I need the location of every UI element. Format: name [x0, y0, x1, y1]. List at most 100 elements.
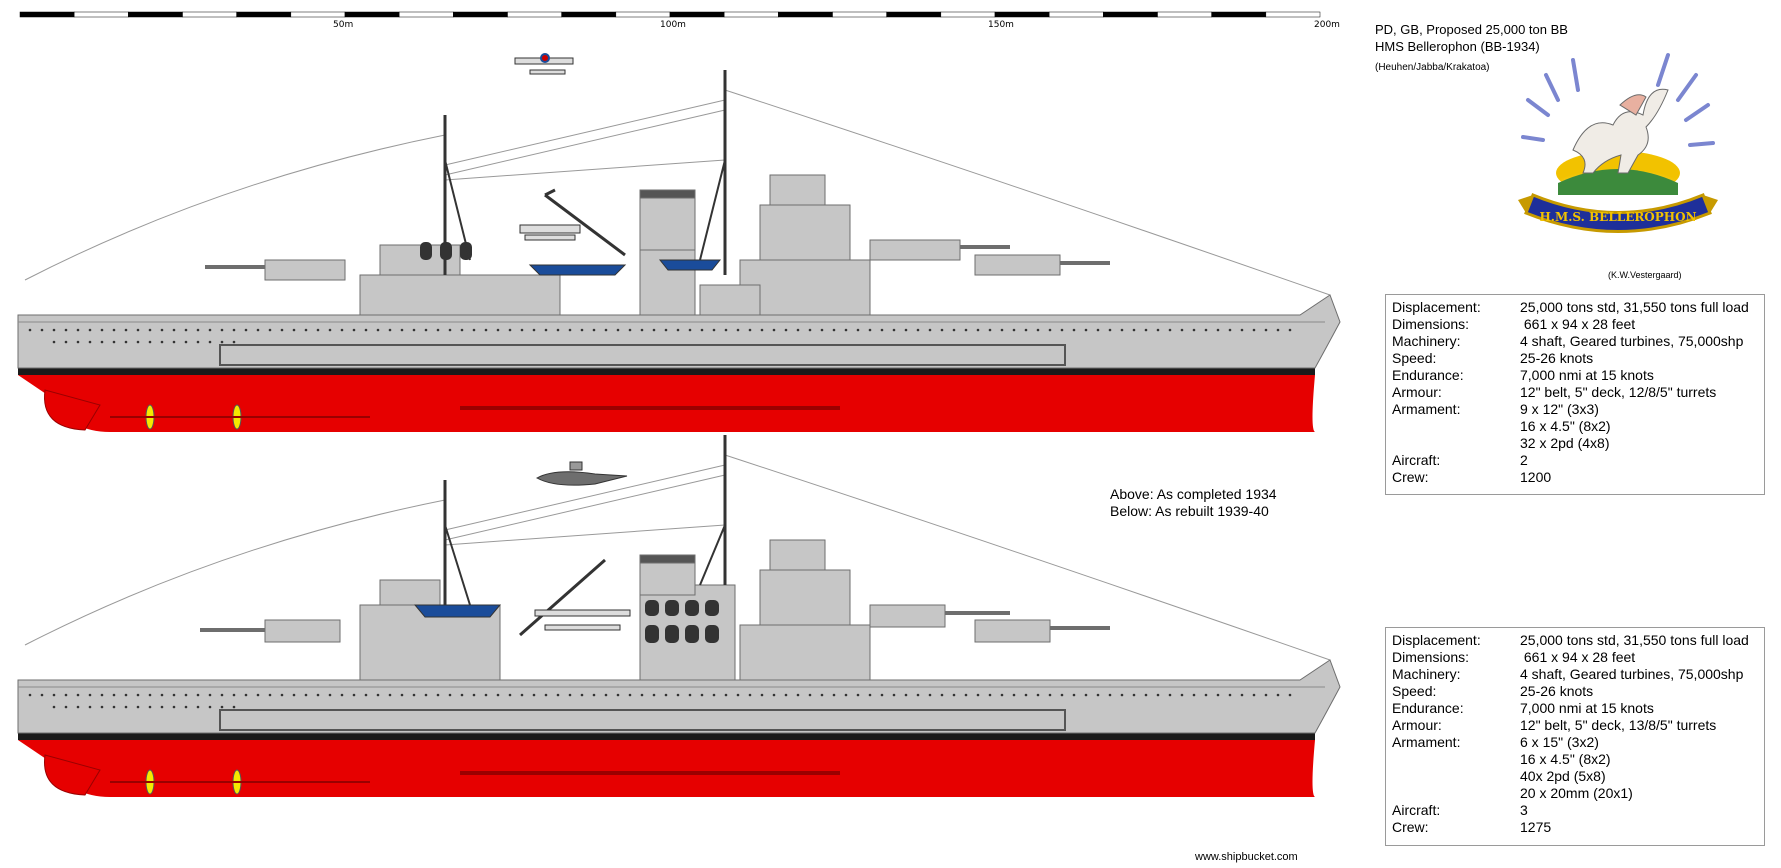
boats [528, 259, 722, 276]
porthole [904, 328, 908, 332]
porthole [1000, 693, 1004, 697]
spec-key: Aircraft: [1392, 452, 1441, 468]
porthole [52, 705, 56, 709]
porthole [76, 705, 80, 709]
spec-key: Speed: [1392, 350, 1437, 366]
porthole [700, 693, 704, 697]
porthole [196, 705, 200, 709]
scale-segment [182, 11, 237, 18]
porthole [124, 340, 128, 344]
porthole [556, 693, 560, 697]
porthole [160, 328, 164, 332]
porthole [1240, 693, 1244, 697]
spec-key: Armour: [1392, 384, 1442, 400]
porthole [616, 328, 620, 332]
crane [544, 188, 626, 257]
porthole [664, 328, 668, 332]
porthole [1120, 328, 1124, 332]
spec-row: Crew:1275 [1392, 819, 1758, 836]
porthole [88, 328, 92, 332]
superstructure [359, 174, 871, 316]
porthole [208, 328, 212, 332]
porthole [208, 340, 212, 344]
porthole [28, 693, 32, 697]
porthole [1240, 328, 1244, 332]
porthole [868, 328, 872, 332]
spec-value: 25,000 tons std, 31,550 tons full load [1520, 632, 1749, 648]
porthole [28, 328, 32, 332]
porthole [916, 328, 920, 332]
porthole [1228, 328, 1232, 332]
spec-key [1392, 435, 1520, 452]
spec-key: Displacement: [1392, 299, 1481, 315]
porthole [196, 328, 200, 332]
porthole [1072, 693, 1076, 697]
porthole [580, 328, 584, 332]
porthole [400, 328, 404, 332]
porthole [268, 328, 272, 332]
spec-value: 16 x 4.5" (8x2) [1520, 751, 1611, 767]
spec-key: Crew: [1392, 819, 1429, 835]
porthole [304, 328, 308, 332]
porthole [628, 328, 632, 332]
porthole [64, 340, 68, 344]
spec-key: Dimensions: [1392, 649, 1470, 665]
porthole [1156, 693, 1160, 697]
porthole [1108, 693, 1112, 697]
porthole [148, 340, 152, 344]
porthole [1288, 328, 1292, 332]
porthole [784, 693, 788, 697]
porthole [1132, 693, 1136, 697]
porthole [472, 693, 476, 697]
porthole [280, 693, 284, 697]
scale-segment [1211, 11, 1267, 18]
spec-row: Machinery:4 shaft, Geared turbines, 75,0… [1392, 333, 1758, 350]
hull-grey [17, 659, 1341, 734]
porthole [40, 693, 44, 697]
porthole [88, 693, 92, 697]
spec-key: Endurance: [1392, 367, 1464, 383]
porthole [244, 693, 248, 697]
porthole [508, 693, 512, 697]
porthole [364, 693, 368, 697]
scale-tick-200m: 200m [1314, 20, 1340, 30]
porthole [1204, 693, 1208, 697]
porthole [460, 328, 464, 332]
porthole [868, 693, 872, 697]
spec-value: 16 x 4.5" (8x2) [1520, 418, 1611, 434]
scale-segment [1265, 11, 1321, 18]
spec-value: 25,000 tons std, 31,550 tons full load [1520, 299, 1749, 315]
porthole [1048, 693, 1052, 697]
rigging-lines [24, 89, 1331, 296]
spec-row: Dimensions: 661 x 94 x 28 feet [1392, 316, 1758, 333]
porthole [340, 328, 344, 332]
porthole [364, 328, 368, 332]
masts [443, 70, 727, 275]
porthole [64, 693, 68, 697]
porthole [604, 693, 608, 697]
porthole [880, 328, 884, 332]
spec-key: Armour: [1392, 717, 1442, 733]
spec-key: Speed: [1392, 683, 1437, 699]
porthole [352, 693, 356, 697]
spec-key [1392, 768, 1520, 785]
spec-key [1392, 785, 1520, 802]
porthole [724, 328, 728, 332]
spec-value: 1200 [1520, 469, 1552, 485]
porthole [904, 693, 908, 697]
porthole [172, 340, 176, 344]
crest-artist-credit: (K.W.Vestergaard) [1608, 270, 1682, 280]
porthole [376, 328, 380, 332]
scale-segment [886, 11, 942, 18]
porthole [280, 328, 284, 332]
spec-key [1392, 751, 1520, 768]
porthole [928, 328, 932, 332]
porthole [856, 693, 860, 697]
stern-skeg [44, 389, 101, 431]
hull-lower-red [18, 375, 1315, 432]
spec-row: Aircraft:3 [1392, 802, 1758, 819]
porthole [64, 328, 68, 332]
caption: Above: As completed 1934 Below: As rebui… [1110, 486, 1277, 520]
scale-tick-100m: 100m [660, 20, 686, 30]
porthole [928, 693, 932, 697]
